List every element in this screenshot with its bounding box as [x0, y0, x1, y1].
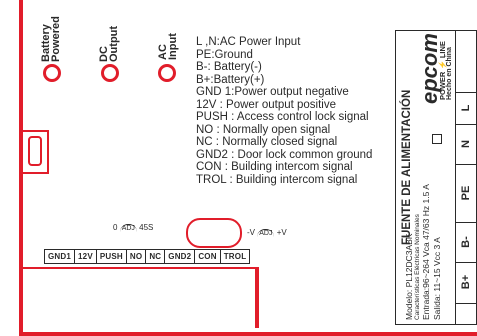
legend-line: B+:Battery(+): [196, 73, 265, 86]
legend-line: GND 1:Power output negative: [196, 86, 349, 98]
legend-line: NO : Normally open signal: [196, 123, 331, 136]
delay-adjust-label: 0 ADJ 45S: [113, 223, 154, 232]
lower-housing-left-edge: [19, 268, 23, 328]
label-title: FUENTE DE ALIMENTACIÓN: [401, 89, 413, 245]
terminal-gnd1[interactable]: GND1: [45, 250, 76, 263]
terminal-no[interactable]: NO: [127, 250, 147, 263]
legend-line: PE:Ground: [196, 48, 253, 61]
output-terminal-strip: GND1 12V PUSH NO NC GND2 CON TROL: [44, 249, 251, 264]
label-divider: [455, 262, 477, 263]
label-terminal-b-minus: B-: [460, 236, 472, 248]
legend-line: NC : Normally closed signal: [196, 136, 338, 148]
legend-line: B-: Battery(-): [196, 61, 262, 73]
mounting-clip-slot: [28, 136, 42, 166]
legend-line: GND2 : Door lock common ground: [196, 148, 373, 161]
legend-line: TROL : Building intercom signal: [196, 173, 358, 186]
terminal-con[interactable]: CON: [195, 250, 221, 263]
led-battery-indicator: [43, 64, 61, 82]
input-line: Entrada:96~264 Vca 47/63 Hz 1.5 A: [421, 184, 431, 320]
lower-housing-right-edge: [255, 268, 259, 328]
label-divider: [455, 124, 477, 125]
model-line: Modelo: PL12DC3ABK: [404, 233, 414, 320]
features-line: Características Eléctricas Nominales: [414, 214, 421, 320]
board-divider: [19, 267, 259, 269]
made-in-label: Hecho en China: [446, 47, 453, 100]
legend-line: 12V : Power output positive: [196, 98, 336, 111]
terminal-legend: L ,N:AC Power Input PE:Ground B-: Batter…: [196, 36, 372, 186]
label-divider: [455, 92, 477, 93]
legend-line: CON : Building intercom signal: [196, 161, 353, 173]
terminal-nc[interactable]: NC: [146, 250, 166, 263]
label-terminal-b-plus: B+: [460, 274, 472, 290]
led-dc-indicator: [101, 64, 119, 82]
terminal-push[interactable]: PUSH: [97, 250, 127, 263]
terminal-gnd2[interactable]: GND2: [165, 250, 196, 263]
spec-label-terminal-column: [455, 30, 477, 325]
output-line: Salida: 11~15 Vcc 3 A: [432, 237, 442, 320]
label-terminal-n: N: [460, 140, 472, 148]
label-divider: [455, 164, 477, 165]
label-divider: [455, 222, 477, 223]
terminal-trol[interactable]: TROL: [223, 252, 247, 261]
legend-line: PUSH : Access control lock signal: [196, 111, 369, 123]
terminal-12v[interactable]: 12V: [75, 250, 97, 263]
recycle-bin-icon: [432, 134, 442, 144]
label-terminal-pe: PE: [460, 185, 472, 201]
voltage-adjust-label: -V ADJ +V: [247, 228, 287, 237]
legend-line: L ,N:AC Power Input: [196, 36, 301, 48]
delay-adjust-arc: ADJ: [119, 224, 137, 232]
label-terminal-l: L: [460, 104, 472, 112]
label-divider: [455, 303, 477, 304]
adjust-potentiometer[interactable]: [186, 218, 242, 248]
voltage-adjust-arc: ADJ: [257, 229, 275, 237]
led-ac-indicator: [158, 64, 176, 82]
